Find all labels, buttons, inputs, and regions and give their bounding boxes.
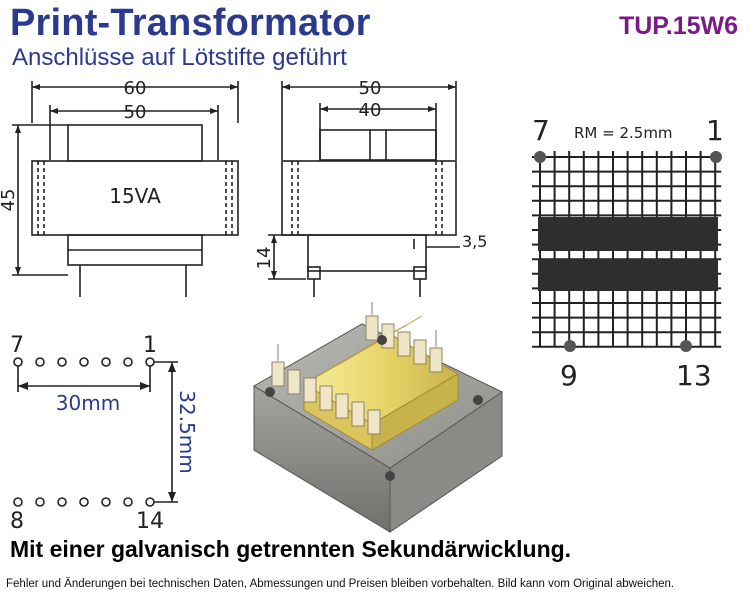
- grid-pin-9: [564, 340, 576, 352]
- grid-label-13: 13: [676, 359, 712, 392]
- pinout-label-8: 8: [10, 509, 24, 534]
- side-pin-height: 14: [254, 247, 275, 270]
- pinout-label-14: 14: [136, 509, 164, 534]
- secondary-winding-band: [538, 259, 718, 291]
- pinout-row-spacing: 30mm: [56, 391, 120, 415]
- disclaimer: Fehler und Änderungen bei technischen Da…: [6, 578, 675, 590]
- side-pin-offset: 3,5: [462, 232, 487, 251]
- grid-pin-13: [680, 340, 692, 352]
- front-view-drawing: 60 50 45 15VA: [0, 78, 239, 297]
- grid-pin-1: [710, 151, 722, 163]
- rating-label: 15VA: [109, 184, 161, 208]
- pinout-label-1: 1: [143, 333, 157, 358]
- grid-pin-7: [534, 151, 546, 163]
- grid-label-9: 9: [560, 359, 578, 392]
- side-width-inner: 40: [359, 100, 382, 121]
- pcb-grid-diagram: 7 1 9 13 RM = 2.5mm: [532, 114, 724, 392]
- front-width-outer: 60: [124, 78, 147, 99]
- front-width-inner: 50: [124, 102, 147, 123]
- side-width-outer: 50: [359, 78, 382, 99]
- front-height: 45: [0, 189, 19, 212]
- grid-label-1: 1: [706, 114, 724, 147]
- side-view-drawing: 50 40 14 3,5: [254, 78, 487, 297]
- transformer-photo: [253, 302, 503, 533]
- pinout-column-spacing: 32.5mm: [175, 390, 199, 474]
- pinout-diagram: 7 1 8 14 30mm 32.5mm: [10, 333, 199, 534]
- grid-label-7: 7: [532, 114, 550, 147]
- page-subtitle: Anschlüsse auf Lötstifte geführt: [12, 44, 347, 71]
- tagline: Mit einer galvanisch getrennten Sekundär…: [10, 536, 572, 562]
- pinout-label-7: 7: [10, 333, 24, 358]
- grid-pitch-label: RM = 2.5mm: [574, 124, 673, 142]
- primary-winding-band: [538, 217, 718, 251]
- model-number: TUP.15W6: [618, 12, 738, 40]
- page-title: Print-Transformator: [10, 2, 371, 44]
